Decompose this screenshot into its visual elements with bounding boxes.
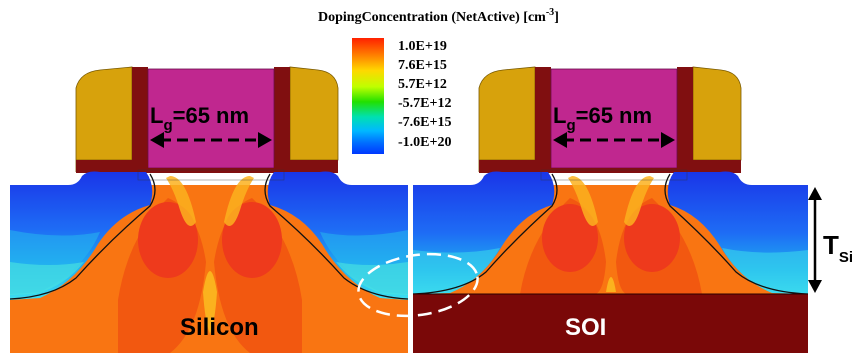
- substrate-contours: [413, 169, 808, 353]
- substrate-label-silicon: Silicon: [180, 314, 259, 341]
- liner-left: [132, 67, 148, 173]
- buried-oxide: [413, 294, 808, 353]
- substrate-contours: [10, 169, 408, 353]
- legend-title: DopingConcentration (NetActive) [cm-3]: [318, 7, 559, 25]
- soi-device: [413, 66, 808, 353]
- silicon-thickness-annotation: TSi: [808, 187, 853, 293]
- thickness-label: TSi: [823, 230, 853, 266]
- scale-label: -5.7E+12: [398, 96, 451, 111]
- gate-length-annotation-left: Lg=65 nm: [150, 103, 272, 148]
- gate-length-annotation-right: Lg=65 nm: [553, 103, 675, 148]
- scale-label: 1.0E+19: [398, 39, 447, 54]
- gate-length-label: Lg=65 nm: [553, 103, 652, 134]
- scale-label: -7.6E+15: [398, 115, 451, 130]
- gate-electrode: [147, 68, 275, 169]
- substrate-label-soi: SOI: [565, 314, 606, 341]
- gate-length-label: Lg=65 nm: [150, 103, 249, 134]
- scale-label: 5.7E+12: [398, 77, 447, 92]
- gate-stack: [478, 66, 742, 173]
- bulk-silicon-device: [10, 66, 408, 353]
- scale-label: -1.0E+20: [398, 135, 451, 150]
- spacer-right: [289, 66, 339, 161]
- color-scale-bar: [352, 38, 384, 154]
- liner-right: [274, 67, 290, 173]
- color-legend: DopingConcentration (NetActive) [cm-3] 1…: [318, 7, 559, 154]
- scale-label: 7.6E+15: [398, 58, 447, 73]
- junction-highlight: [357, 252, 479, 318]
- spacer-left: [75, 66, 133, 172]
